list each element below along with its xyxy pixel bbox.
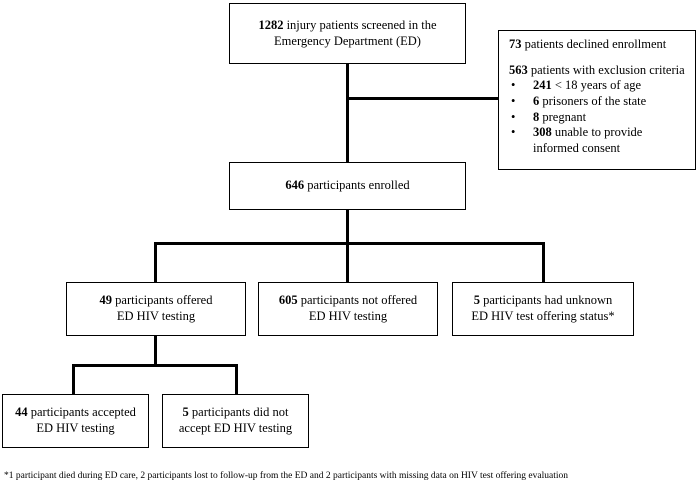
connector-screened-to-enrolled	[346, 64, 349, 162]
screened-count: 1282	[258, 17, 284, 32]
enrolled-text: participants enrolled	[307, 178, 410, 193]
not-offered-count: 605	[278, 293, 298, 308]
accepted-text-1: participants accepted	[30, 405, 136, 420]
exclusion-item: 8 pregnant	[509, 110, 685, 126]
enrolled-box: 646 participants enrolled	[229, 162, 466, 210]
criteria-text: patients with exclusion criteria	[530, 62, 685, 77]
screened-text-1: injury patients screened in the	[286, 17, 437, 32]
exclusion-list: 241 < 18 years of age 6 prisoners of the…	[509, 78, 685, 156]
exclusion-item: 241 < 18 years of age	[509, 78, 685, 94]
offered-box: 49 participants offered ED HIV testing	[66, 282, 246, 336]
unknown-text-2: ED HIV test offering status*	[471, 309, 615, 323]
not-offered-box: 605 participants not offered ED HIV test…	[258, 282, 438, 336]
connector-enrolled-down	[346, 210, 349, 244]
offered-count: 49	[99, 293, 113, 308]
not-accepted-count: 5	[182, 405, 189, 420]
exclusion-box: 73 patients declined enrollment 563 pati…	[498, 30, 696, 170]
footnote: *1 participant died during ED care, 2 pa…	[4, 471, 568, 481]
accepted-text-2: ED HIV testing	[36, 421, 115, 435]
connector-offered-down	[154, 336, 157, 366]
offered-text-1: participants offered	[115, 293, 213, 308]
screened-text-2: Emergency Department (ED)	[274, 33, 421, 48]
connector-to-unknown	[542, 242, 545, 282]
not-offered-text-2: ED HIV testing	[308, 309, 388, 323]
screened-box: 1282 injury patients screened in the Eme…	[229, 3, 466, 64]
accepted-box: 44 participants accepted ED HIV testing	[2, 394, 149, 448]
exclusion-item: 308 unable to provide informed consent	[509, 125, 685, 156]
unknown-box: 5 participants had unknown ED HIV test o…	[452, 282, 634, 336]
declined-text: patients declined enrollment	[524, 37, 667, 51]
unknown-count: 5	[473, 293, 480, 308]
connector-to-exclusions	[346, 97, 498, 100]
not-accepted-box: 5 participants did not accept ED HIV tes…	[162, 394, 309, 448]
connector-branch-horizontal	[154, 242, 545, 245]
not-accepted-text-1: participants did not	[191, 405, 289, 420]
connector-to-accepted	[72, 364, 75, 394]
accepted-count: 44	[15, 405, 28, 420]
declined-count: 73	[509, 37, 522, 51]
not-offered-text-1: participants not offered	[297, 293, 418, 308]
exclusion-item: 6 prisoners of the state	[509, 94, 685, 110]
criteria-count: 563	[509, 62, 528, 77]
unknown-text-1: participants had unknown	[483, 293, 613, 308]
connector-to-not-offered	[346, 242, 349, 282]
connector-branch-lower	[72, 364, 238, 367]
connector-to-offered	[154, 242, 157, 282]
enrolled-count: 646	[285, 178, 305, 193]
not-accepted-text-2: accept ED HIV testing	[178, 421, 293, 435]
offered-text-2: ED HIV testing	[116, 309, 196, 323]
connector-to-not-accepted	[235, 364, 238, 394]
